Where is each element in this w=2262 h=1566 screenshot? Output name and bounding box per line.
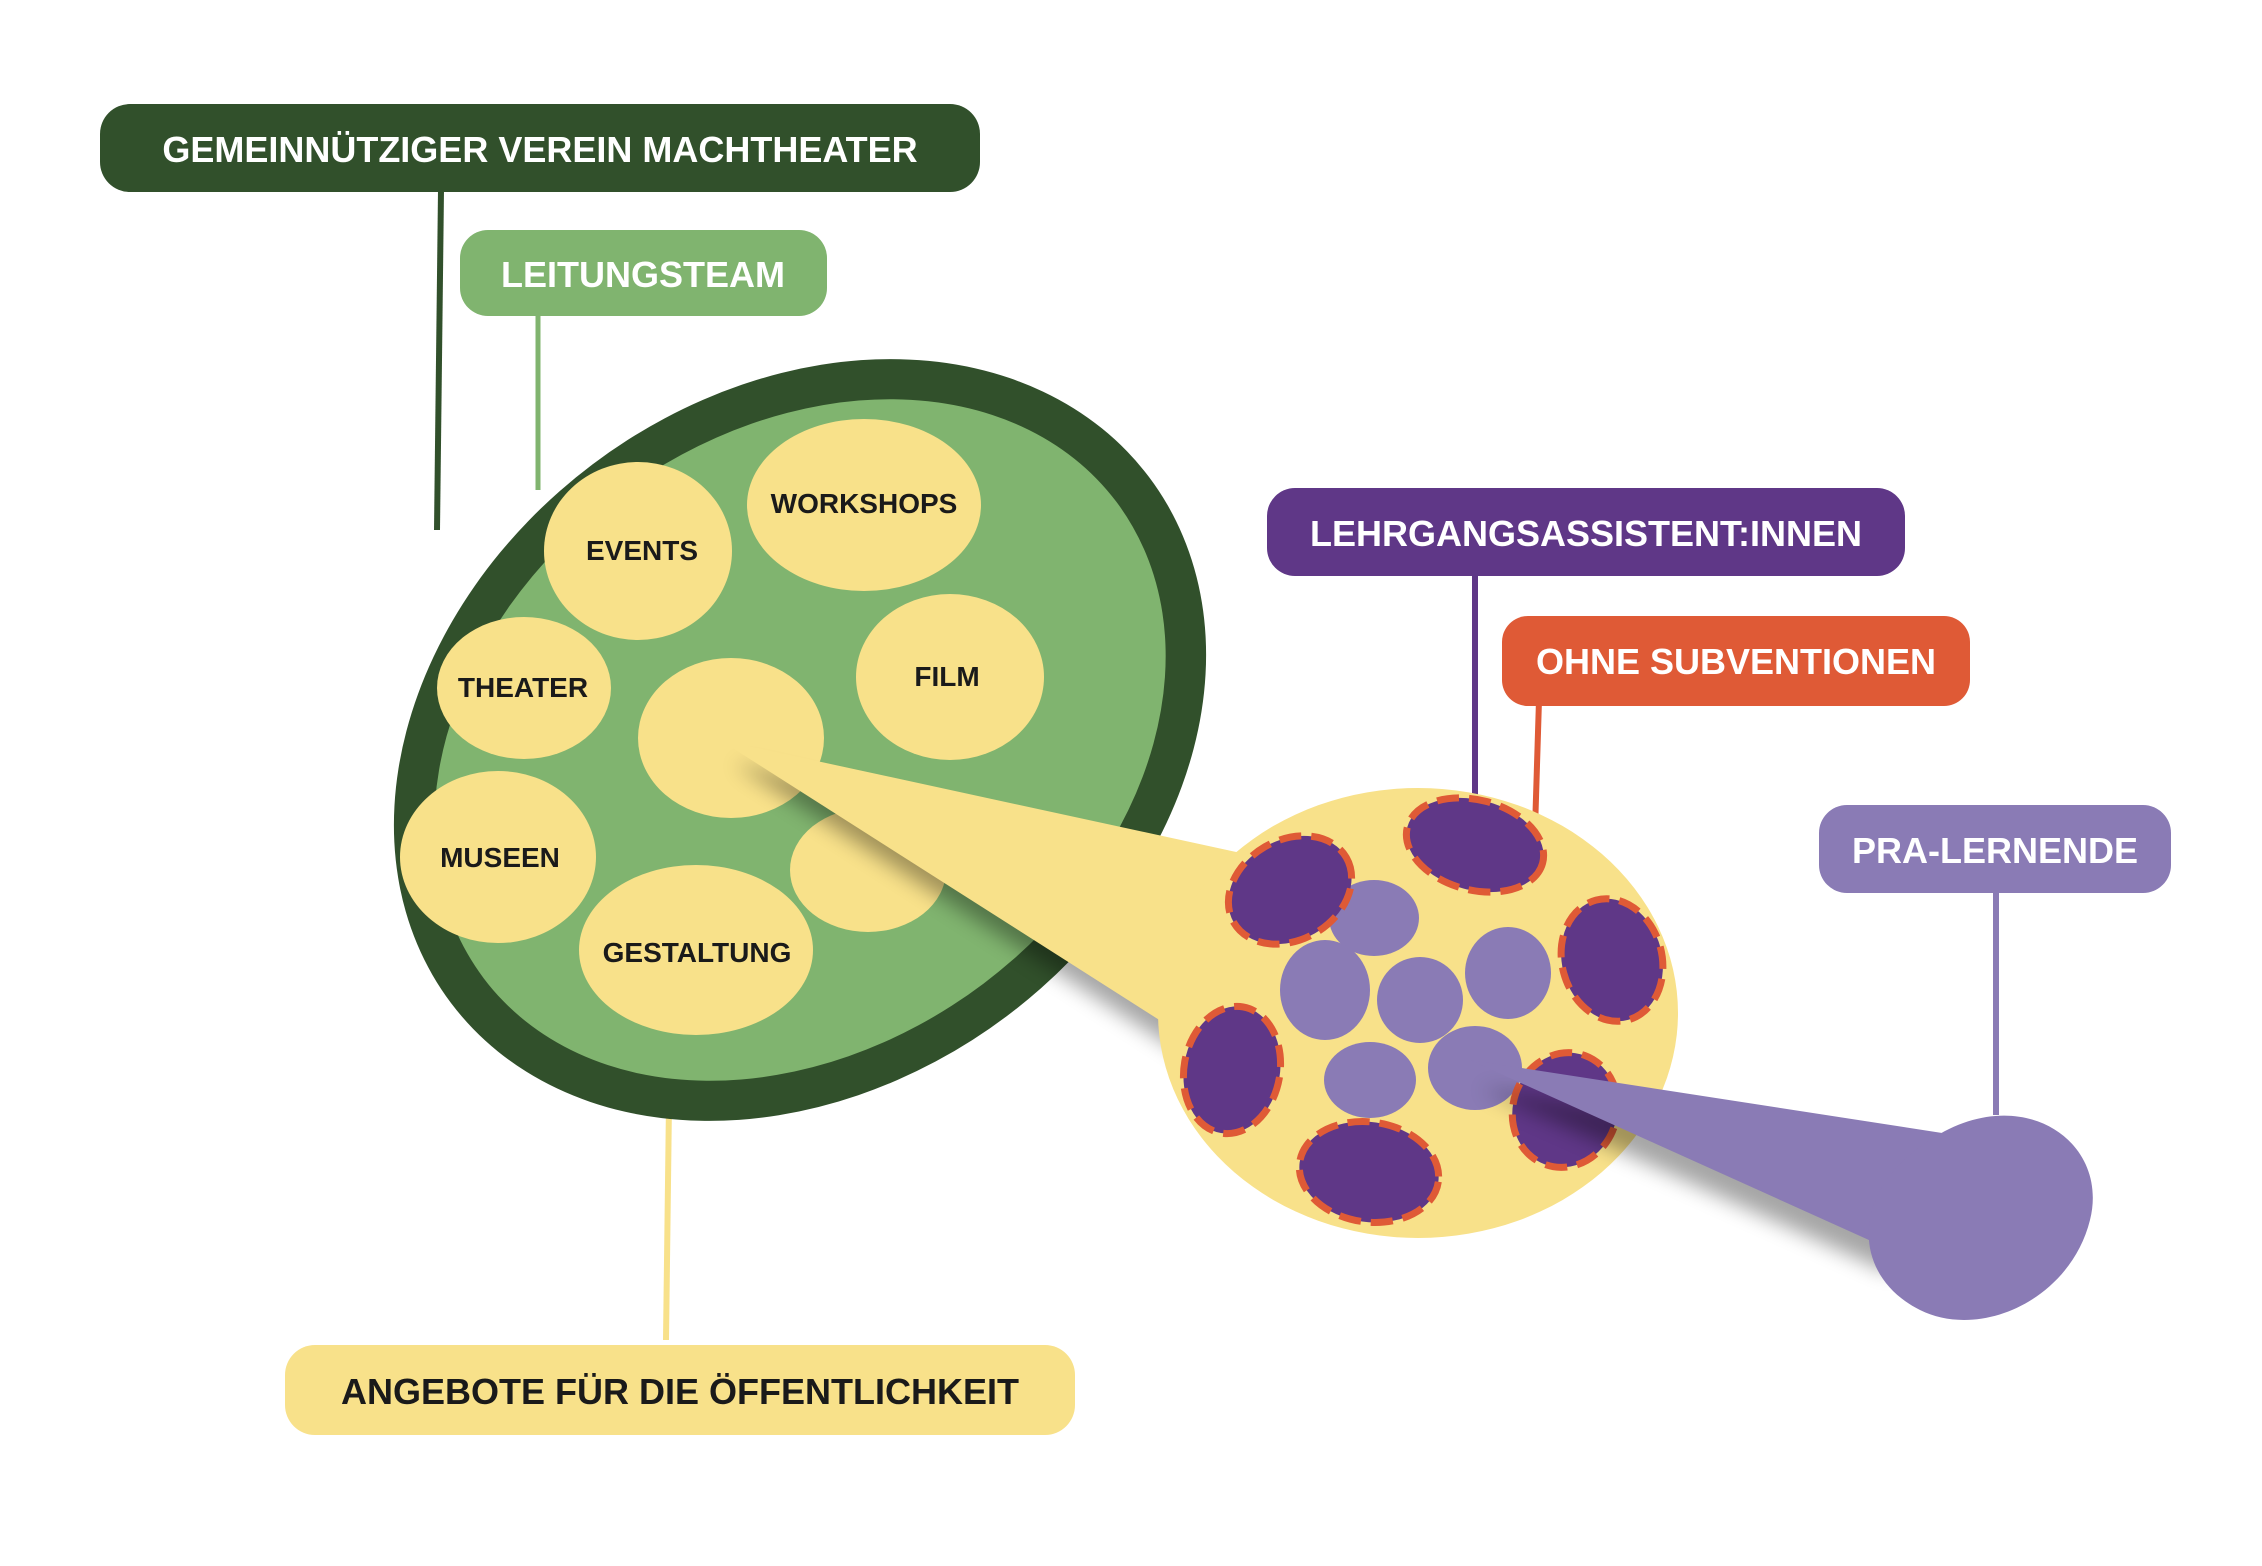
bubble-museen [400, 771, 596, 943]
offering-film-label: FILM [914, 661, 979, 692]
zoom-beam [720, 740, 1250, 1030]
offering-workshops-label: WORKSHOPS [771, 488, 958, 519]
lernende-label: PRA-LERNENDE [1852, 830, 2138, 871]
assistent-cell [1557, 895, 1667, 1025]
label-leitungsteam: LEITUNGSTEAM [460, 230, 827, 316]
offering-bubbles [400, 419, 1044, 1035]
label-subventionen: OHNE SUBVENTIONEN [1502, 616, 1970, 706]
lernende-blob [1868, 1115, 2093, 1320]
subventionen-label: OHNE SUBVENTIONEN [1536, 641, 1936, 682]
assistenten-label: LEHRGANGSASSISTENT:INNEN [1310, 513, 1862, 554]
lernende-cell [1280, 940, 1370, 1040]
verein-label: GEMEINNÜTZIGER VEREIN MACHTHEATER [162, 129, 917, 170]
assistent-cell [1179, 1002, 1285, 1138]
offering-gestaltung-label: GESTALTUNG [603, 937, 792, 968]
lernende-cell [1329, 880, 1419, 956]
assistent-cell [1224, 832, 1356, 948]
leitungsteam-label: LEITUNGSTEAM [501, 254, 785, 295]
label-lernende: PRA-LERNENDE [1819, 805, 2171, 893]
bubble-events [544, 462, 732, 640]
label-verein: GEMEINNÜTZIGER VEREIN MACHTHEATER [100, 104, 980, 192]
purple-beam [1470, 1060, 1955, 1245]
assistent-cell [1295, 1118, 1443, 1226]
bubble-theater [437, 617, 611, 759]
label-angebote: ANGEBOTE FÜR DIE ÖFFENTLICHKEIT [285, 1345, 1075, 1435]
lernende-cell [1324, 1042, 1416, 1118]
offering-museen-label: MUSEEN [440, 842, 560, 873]
offering-events-label: EVENTS [586, 535, 698, 566]
lernende-cell [1377, 957, 1463, 1043]
lernende-cell [1465, 927, 1551, 1019]
subventionen-connector [1532, 699, 1542, 831]
bubble-gestaltung [579, 865, 813, 1035]
offering-theater-label: THEATER [458, 672, 588, 703]
lernende-cell [1428, 1026, 1522, 1110]
bubble-film [856, 594, 1044, 760]
verein-connector [434, 189, 444, 531]
bubble-workshops [747, 419, 981, 591]
label-assistenten: LEHRGANGSASSISTENT:INNEN [1267, 488, 1905, 576]
assistent-cell [1402, 794, 1548, 896]
lernende-cells [1280, 880, 1551, 1118]
angebote-label: ANGEBOTE FÜR DIE ÖFFENTLICHKEIT [341, 1371, 1019, 1412]
